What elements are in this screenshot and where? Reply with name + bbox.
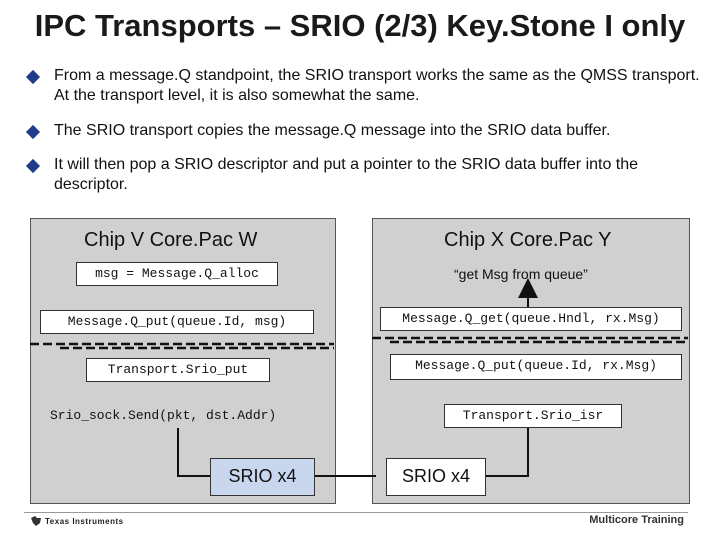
right-panel-header: Chip X Core.Pac Y — [444, 229, 612, 251]
sock-send-label: Srio_sock.Send(pkt, dst.Addr) — [50, 408, 277, 423]
left-srio-box: SRIO x4 — [210, 458, 315, 496]
bullet-text: The SRIO transport copies the message.Q … — [54, 122, 611, 139]
bullet-item: The SRIO transport copies the message.Q … — [25, 121, 708, 141]
bullet-item: It will then pop a SRIO descriptor and p… — [25, 155, 708, 195]
bullet-item: From a message.Q standpoint, the SRIO tr… — [25, 66, 708, 106]
srio-link-path — [177, 278, 538, 477]
ti-logo: Texas Instruments — [30, 515, 124, 527]
ti-logo-icon — [31, 516, 41, 526]
right-dashed-separator — [372, 336, 688, 344]
footer-divider — [24, 512, 688, 513]
ti-logo-text: Texas Instruments — [45, 516, 124, 526]
left-panel-header: Chip V Core.Pac W — [84, 229, 258, 251]
bullet-text: It will then pop a SRIO descriptor and p… — [54, 156, 639, 193]
bullet-text: From a message.Q standpoint, the SRIO tr… — [54, 67, 700, 104]
transport-put-box: Transport.Srio_put — [86, 358, 270, 382]
footer-training-label: Multicore Training — [589, 514, 684, 526]
left-dashed-separator — [30, 342, 334, 350]
message-get-box: Message.Q_get(queue.Hndl, rx.Msg) — [380, 307, 682, 331]
message-put-rx-box: Message.Q_put(queue.Id, rx.Msg) — [390, 354, 682, 380]
message-put-box: Message.Q_put(queue.Id, msg) — [40, 310, 314, 334]
transport-isr-box: Transport.Srio_isr — [444, 404, 622, 428]
message-alloc-box: msg = Message.Q_alloc — [76, 262, 278, 286]
get-msg-label: “get Msg from queue” — [454, 266, 588, 282]
page-title: IPC Transports – SRIO (2/3) Key.Stone I … — [34, 8, 686, 43]
right-srio-box: SRIO x4 — [386, 458, 486, 496]
